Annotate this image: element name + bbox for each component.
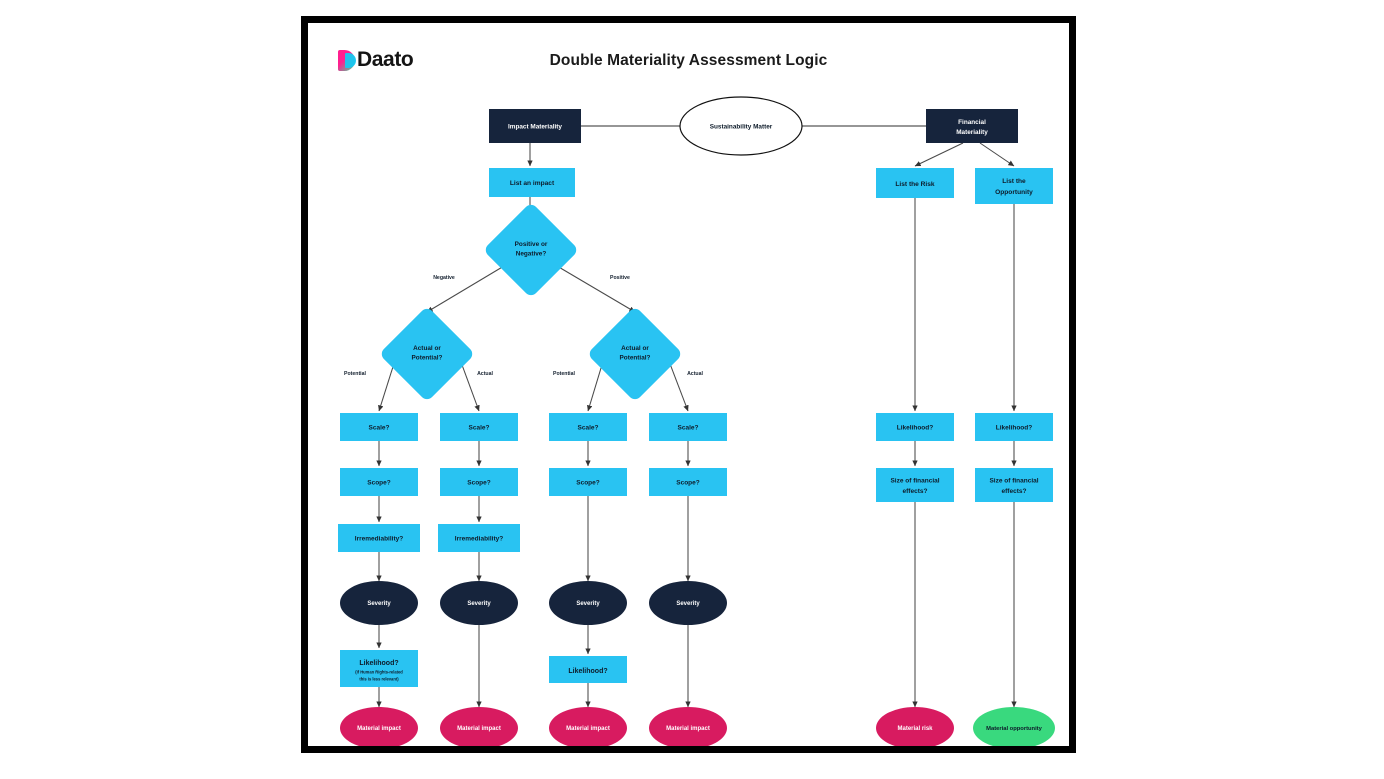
node-label: Likelihood? — [359, 660, 398, 667]
node-c4-severity[interactable]: Severity — [649, 581, 727, 625]
node-c2-irremediability[interactable]: Irremediability? — [438, 524, 520, 552]
node-c4-scope[interactable]: Scope? — [649, 468, 727, 496]
node-c3-material-impact[interactable]: Material impact — [549, 707, 627, 746]
node-risk-likelihood[interactable]: Likelihood? — [876, 413, 954, 441]
node-label: Severity — [467, 601, 491, 607]
edge-label-positive: Positive — [610, 275, 630, 281]
node-label: Material impact — [666, 726, 710, 732]
diagram-poster-frame: Daato Double Materiality Assessment Logi… — [301, 16, 1076, 753]
node-label: List the Risk — [895, 181, 935, 188]
edge-label-neg-potential: Potential — [344, 371, 366, 377]
node-risk-size-of-financial-effects[interactable]: Size of financial effects? — [876, 468, 954, 502]
daato-d-mark-icon — [338, 49, 356, 71]
node-label: Scope? — [576, 480, 600, 487]
node-material-risk[interactable]: Material risk — [876, 707, 954, 746]
node-label: Scale? — [369, 425, 390, 432]
node-label: Material impact — [357, 726, 401, 732]
node-c2-scope[interactable]: Scope? — [440, 468, 518, 496]
node-label: Severity — [576, 601, 600, 607]
node-label: Likelihood? — [996, 425, 1033, 432]
node-list-the-risk[interactable]: List the Risk — [876, 168, 954, 198]
node-c1-irremediability[interactable]: Irremediability? — [338, 524, 420, 552]
node-label: Irremediability? — [355, 536, 403, 543]
node-c2-severity[interactable]: Severity — [440, 581, 518, 625]
edge-label-negative: Negative — [433, 275, 455, 281]
node-label: Likelihood? — [568, 668, 607, 675]
node-label: Scope? — [467, 480, 491, 487]
node-label-line1: Size of financial — [989, 478, 1038, 485]
logo-wordmark: Daato — [357, 48, 414, 71]
node-material-opportunity[interactable]: Material opportunity — [973, 707, 1055, 746]
node-label-line1: List the — [1002, 178, 1026, 185]
edge-label-pos-actual: Actual — [687, 371, 703, 377]
edge-fin-to-risk — [914, 142, 964, 167]
node-c1-severity[interactable]: Severity — [340, 581, 418, 625]
node-c4-scale[interactable]: Scale? — [649, 413, 727, 441]
node-c2-scale[interactable]: Scale? — [440, 413, 518, 441]
flowchart-svg: Negative Positive Potential Actual Poten… — [338, 96, 1055, 746]
node-label-line2: Opportunity — [995, 189, 1033, 196]
node-c3-scale[interactable]: Scale? — [549, 413, 627, 441]
node-sustainability-matter[interactable]: Sustainability Matter — [679, 96, 803, 156]
node-c4-material-impact[interactable]: Material impact — [649, 707, 727, 746]
daato-logo: Daato — [338, 48, 414, 72]
node-label-line1: Size of financial — [890, 478, 939, 485]
node-label: List an impact — [510, 180, 555, 187]
node-label: Severity — [676, 601, 700, 607]
node-note-line2: this is less relevant) — [359, 677, 399, 682]
node-label: Scope? — [676, 480, 700, 487]
edge-labels-layer: Negative Positive Potential Actual Poten… — [344, 275, 703, 377]
node-label: Scope? — [367, 480, 391, 487]
node-c1-material-impact[interactable]: Material impact — [340, 707, 418, 746]
node-label: Sustainability Matter — [710, 124, 773, 131]
node-c1-scope[interactable]: Scope? — [340, 468, 418, 496]
node-label: Material impact — [566, 726, 610, 732]
node-c1-scale[interactable]: Scale? — [340, 413, 418, 441]
node-label: Severity — [367, 601, 391, 607]
node-label: Scale? — [678, 425, 699, 432]
edge-positive — [556, 265, 636, 313]
nodes-layer: Sustainability Matter Impact Materiality… — [338, 96, 1055, 746]
edge-fin-to-opportunity — [979, 142, 1015, 167]
edge-label-neg-actual: Actual — [477, 371, 493, 377]
node-label: Material impact — [457, 726, 501, 732]
node-impact-materiality[interactable]: Impact Materiality — [489, 109, 581, 143]
node-label: Scale? — [469, 425, 490, 432]
node-label: Material risk — [897, 726, 933, 732]
edge-negative — [426, 265, 505, 313]
node-list-an-impact[interactable]: List an impact — [489, 168, 575, 197]
node-label: Impact Materiality — [508, 124, 562, 131]
node-opportunity-likelihood[interactable]: Likelihood? — [975, 413, 1053, 441]
node-list-the-opportunity[interactable]: List the Opportunity — [975, 168, 1053, 204]
node-financial-materiality[interactable]: Financial Materiality — [926, 109, 1018, 143]
node-label: Material opportunity — [986, 726, 1042, 732]
node-c1-likelihood[interactable]: Likelihood? (if Human Rights-related thi… — [340, 650, 418, 687]
node-label-line2: effects? — [1002, 488, 1027, 495]
node-c3-scope[interactable]: Scope? — [549, 468, 627, 496]
node-c3-likelihood[interactable]: Likelihood? — [549, 656, 627, 683]
node-note-line1: (if Human Rights-related — [355, 670, 403, 675]
node-label-line2: effects? — [903, 488, 928, 495]
node-c2-material-impact[interactable]: Material impact — [440, 707, 518, 746]
node-label: Scale? — [578, 425, 599, 432]
edge-label-pos-potential: Potential — [553, 371, 575, 377]
node-label: Irremediability? — [455, 536, 503, 543]
node-opportunity-size-of-financial-effects[interactable]: Size of financial effects? — [975, 468, 1053, 502]
node-label-line2: Materiality — [956, 129, 988, 136]
node-c3-severity[interactable]: Severity — [549, 581, 627, 625]
node-label: Likelihood? — [897, 425, 934, 432]
node-label-line1: Financial — [958, 119, 986, 126]
